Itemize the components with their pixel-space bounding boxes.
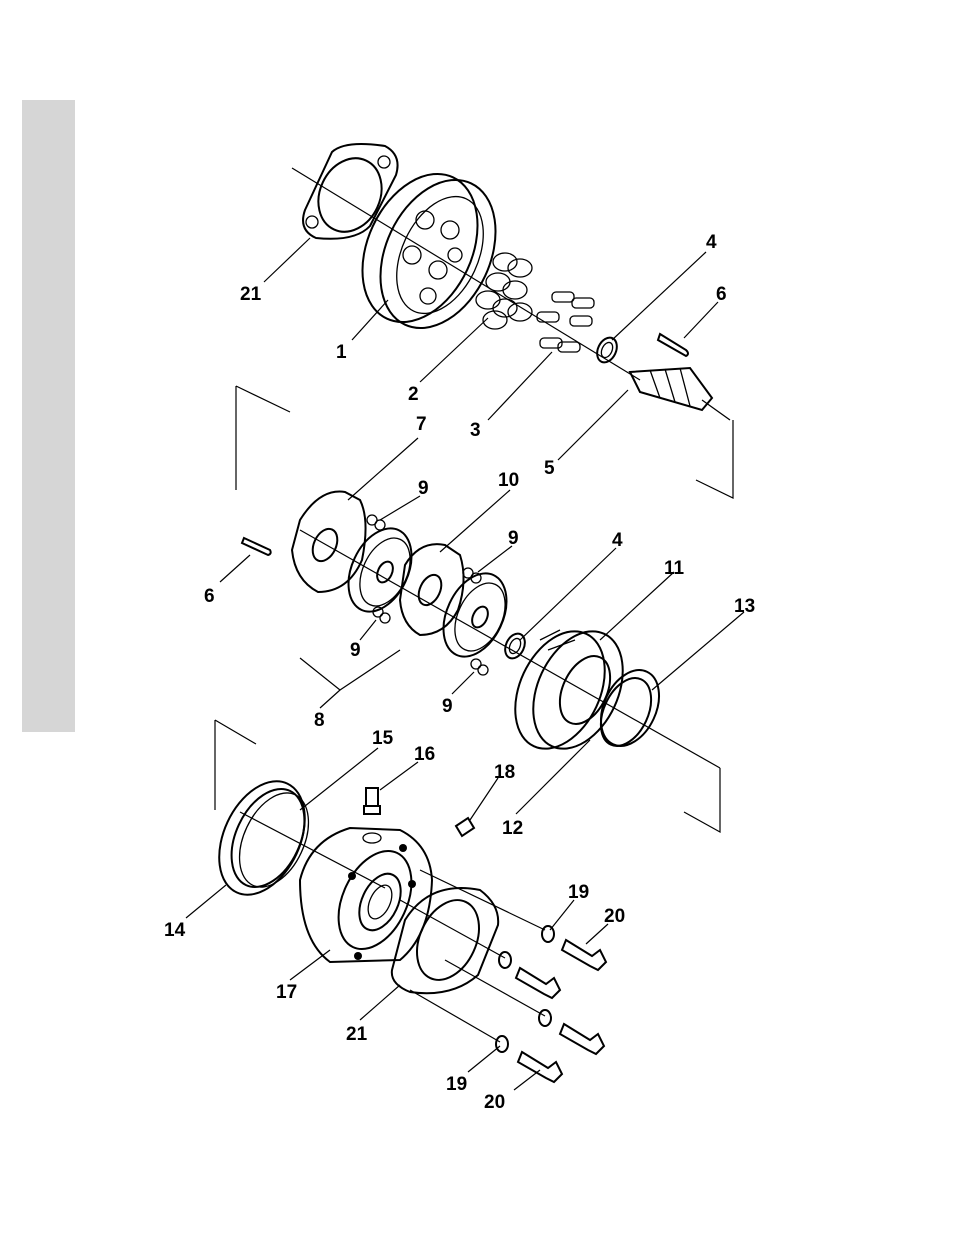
callout-7: 7	[416, 414, 427, 435]
callout-8: 8	[314, 710, 325, 731]
callout-19-bottom: 19	[446, 1074, 467, 1095]
seal-13	[590, 661, 671, 755]
callout-2: 2	[408, 384, 419, 405]
callout-5: 5	[544, 458, 555, 479]
callout-6-top: 6	[716, 284, 727, 305]
springs-2	[476, 253, 532, 329]
grease-fitting-16	[363, 788, 381, 843]
pin-6-mid	[242, 538, 271, 555]
bolts-20	[516, 940, 606, 1082]
callout-18: 18	[494, 762, 515, 783]
callout-20-bottom: 20	[484, 1092, 505, 1113]
callout-17: 17	[276, 982, 297, 1003]
callout-16: 16	[414, 744, 435, 765]
callout-10: 10	[498, 470, 519, 491]
seal-15-14	[202, 768, 322, 909]
callout-11: 11	[664, 558, 685, 579]
separator-plate-7	[292, 492, 366, 592]
callout-6-mid: 6	[204, 586, 215, 607]
friction-disc-8a	[336, 518, 424, 621]
callout-1: 1	[336, 342, 347, 363]
callout-20-top: 20	[604, 906, 625, 927]
pin-6-top	[658, 334, 688, 356]
callout-9-c: 9	[350, 640, 361, 661]
callout-9-b: 9	[508, 528, 519, 549]
callout-labels: 21 1 2 3 4 6 5 7 9 10 9 4 11 13 6 9 9 8 …	[164, 232, 755, 1113]
callout-15: 15	[372, 728, 394, 749]
callout-leaders	[186, 238, 744, 1090]
separator-plate-10	[400, 544, 464, 635]
washers-19	[496, 926, 554, 1052]
gasket-21-top	[303, 144, 398, 242]
plug-18	[456, 818, 474, 836]
callout-3: 3	[470, 420, 481, 441]
callout-19-top: 19	[568, 882, 589, 903]
callout-12: 12	[502, 818, 523, 839]
callout-21-top: 21	[240, 284, 262, 305]
callout-9-a: 9	[418, 478, 429, 499]
callout-4-mid: 4	[612, 530, 623, 551]
callout-13: 13	[734, 596, 755, 617]
housing-17	[300, 828, 432, 962]
callout-21-bottom: 21	[346, 1024, 368, 1045]
ring-4-top	[593, 334, 620, 365]
callout-14: 14	[164, 920, 186, 941]
callout-9-d: 9	[442, 696, 453, 717]
shaft-5	[630, 368, 730, 420]
callout-4-top: 4	[706, 232, 717, 253]
